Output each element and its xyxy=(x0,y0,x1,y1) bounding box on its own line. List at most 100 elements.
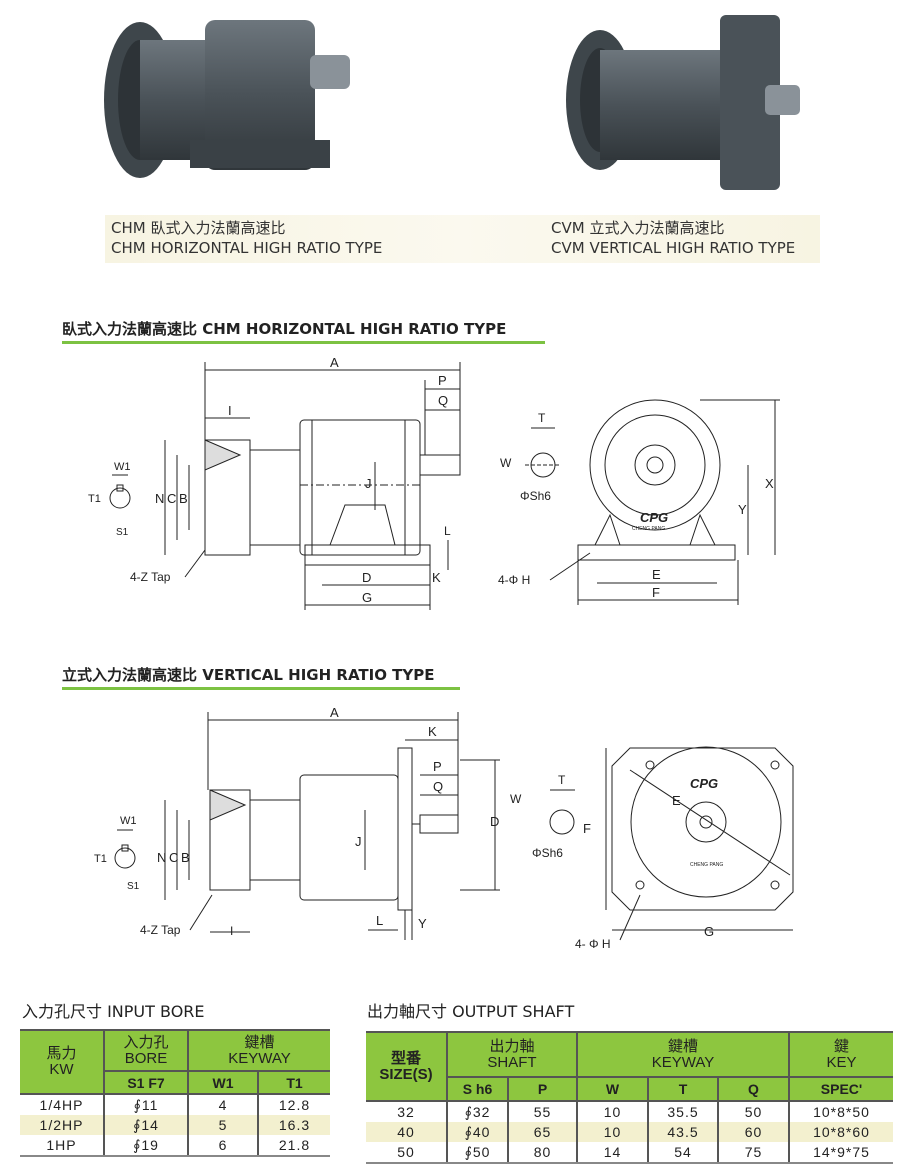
col-w1: W1 xyxy=(187,1071,258,1095)
dimension-label: S1 xyxy=(127,881,140,892)
section-divider xyxy=(62,341,545,344)
dimension-label: F xyxy=(583,821,591,836)
table-cell: 6 xyxy=(187,1135,258,1157)
dimension-label: T xyxy=(558,773,566,787)
chm-caption-cn: CHM 臥式入力法蘭高速比 xyxy=(111,219,286,237)
vertical-drawing: A K P Q D J L Y I N C B W1 T1 S1 4-Z Tap… xyxy=(94,705,794,951)
dimension-label: A xyxy=(330,705,339,720)
cvm-caption-en: CVM VERTICAL HIGH RATIO TYPE xyxy=(551,239,796,257)
dimension-label: P xyxy=(438,373,447,388)
section-divider xyxy=(62,687,460,690)
dimension-label: CPG xyxy=(690,776,718,791)
table-cell: 80 xyxy=(507,1142,577,1164)
table-cell: 54 xyxy=(647,1142,718,1164)
dimension-label: CHENG PANG xyxy=(632,526,665,532)
table-cell: 40 xyxy=(366,1122,447,1142)
section-vertical-title: 立式入力法蘭高速比 VERTICAL HIGH RATIO TYPE xyxy=(62,666,435,684)
table-cell: 50 xyxy=(717,1101,789,1122)
dimension-label: Y xyxy=(418,916,427,931)
table-cell: ∮14 xyxy=(103,1115,188,1135)
dimension-label: T1 xyxy=(94,853,107,865)
table-cell: ∮50 xyxy=(446,1142,508,1164)
dimension-label: K xyxy=(428,724,437,739)
table-cell: 1/2HP xyxy=(20,1115,104,1135)
horizontal-drawing: A P Q I J L D K G N C B W1 T1 S1 4-Z Tap… xyxy=(88,355,780,610)
dimension-label: J xyxy=(365,476,372,491)
dimension-label: L xyxy=(376,913,383,928)
dimension-label: C xyxy=(169,850,178,865)
table-cell: 32 xyxy=(397,1104,415,1120)
table-cell: 10 xyxy=(576,1122,648,1142)
table-cell: 16.3 xyxy=(257,1115,330,1135)
dimension-label: L xyxy=(444,524,451,538)
table-cell: 75 xyxy=(717,1142,789,1164)
dimension-label: P xyxy=(433,759,442,774)
output-shaft-title: 出力軸尺寸 OUTPUT SHAFT xyxy=(367,1002,575,1021)
chm-caption-en: CHM HORIZONTAL HIGH RATIO TYPE xyxy=(111,239,383,257)
dimension-label: C xyxy=(167,491,176,506)
dimension-label: ΦSh6 xyxy=(520,489,551,503)
col-spec: SPEC' xyxy=(788,1077,893,1102)
dimension-label: E xyxy=(652,567,661,582)
table-cell: 10*8*50 xyxy=(788,1101,893,1122)
table-cell: 35.5 xyxy=(647,1101,718,1122)
table-cell: 43.5 xyxy=(647,1122,718,1142)
dimension-label: D xyxy=(490,814,499,829)
dimension-label: F xyxy=(652,585,660,600)
dimension-label: W xyxy=(510,792,522,806)
table-cell: 10*8*60 xyxy=(788,1122,893,1142)
table-cell: 12.8 xyxy=(257,1094,330,1115)
dimension-label: I xyxy=(230,924,233,938)
dimension-label: ΦSh6 xyxy=(532,846,563,860)
dimension-label: D xyxy=(362,570,371,585)
table-cell: 1/4HP xyxy=(39,1097,84,1113)
col-sh6: S h6 xyxy=(446,1077,508,1102)
table-cell: 60 xyxy=(717,1122,789,1142)
table-cell: 14 xyxy=(576,1142,648,1164)
table-cell: 5 xyxy=(187,1115,258,1135)
dimension-label: B xyxy=(181,850,190,865)
table-cell: 65 xyxy=(507,1122,577,1142)
section-horizontal-title: 臥式入力法蘭高速比 CHM HORIZONTAL HIGH RATIO TYPE xyxy=(62,320,507,338)
table-cell: ∮11 xyxy=(103,1094,188,1115)
dimension-label: W1 xyxy=(120,815,137,827)
dimension-label: W1 xyxy=(114,461,131,473)
table-cell: ∮32 xyxy=(446,1101,508,1122)
input-bore-title: 入力孔尺寸 INPUT BORE xyxy=(22,1002,205,1021)
table-cell: 14*9*75 xyxy=(788,1142,893,1164)
table-cell: 50 xyxy=(366,1142,447,1164)
dimension-label: 4-Z Tap xyxy=(140,923,181,937)
dimension-label: K xyxy=(432,570,441,585)
table-cell: 21.8 xyxy=(257,1135,330,1157)
dimension-label: X xyxy=(765,476,774,491)
table-cell: ∮40 xyxy=(446,1122,508,1142)
col-p: P xyxy=(507,1077,577,1102)
table-cell: 55 xyxy=(507,1101,577,1122)
dimension-label: G xyxy=(704,924,714,939)
cvm-caption-cn: CVM 立式入力法蘭高速比 xyxy=(551,219,725,237)
dimension-label: CPG xyxy=(640,510,668,525)
dimension-label: 4- Φ H xyxy=(575,937,611,951)
dimension-label: E xyxy=(672,793,681,808)
col-q: Q xyxy=(717,1077,789,1102)
table-cell: ∮19 xyxy=(103,1135,188,1157)
col-t: T xyxy=(647,1077,718,1102)
col-t1: T1 xyxy=(257,1071,330,1095)
col-s1: S1 F7 xyxy=(103,1071,188,1095)
caption-band: CHM 臥式入力法蘭高速比 CHM HORIZONTAL HIGH RATIO … xyxy=(105,215,820,263)
dimension-label: T1 xyxy=(88,493,101,505)
dimension-label: N xyxy=(157,850,166,865)
dimension-label: T xyxy=(538,411,546,425)
